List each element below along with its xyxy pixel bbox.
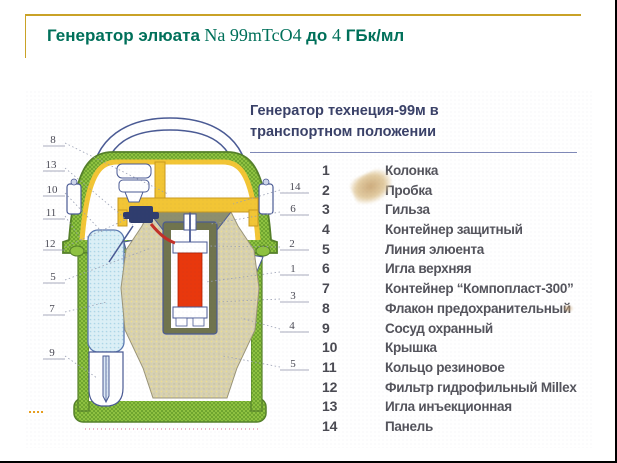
scan-artifacts: [29, 411, 261, 430]
injection-needle: [108, 225, 134, 263]
generator-cross-section: 8 13 10 11 12 5 7 9 14 6 2 1 3 4 5: [29, 117, 309, 430]
legend-label: Флакон предохранительный: [385, 300, 571, 316]
guard-vessel: [88, 351, 124, 407]
title-prefix: Генератор элюата: [47, 26, 200, 45]
title-left-rule: [25, 14, 26, 58]
legend-label: Сосуд охранный: [385, 320, 493, 336]
legend-label: Гильза: [385, 202, 430, 218]
legend-num: 14: [322, 417, 338, 434]
legend-item: 13 Игла инъекционная: [322, 397, 592, 417]
callout-right-4: 4: [289, 320, 295, 332]
legend-num: 9: [322, 319, 330, 336]
legend-num: 7: [322, 280, 330, 297]
callout-right-5: 5: [290, 358, 296, 370]
page-title: Генератор элюата Na 99mTcO4 до 4 ГБк/мл: [47, 25, 404, 46]
diagram-caption-line2: транспортном положении: [250, 124, 437, 141]
legend-item: 12 Фильтр гидрофильный Millex: [322, 378, 592, 398]
legend-num: 2: [322, 181, 330, 198]
legend-label: Кольцо резиновое: [385, 359, 505, 375]
title-top-rule: [25, 14, 581, 16]
top-mechanism: [108, 163, 176, 263]
legend-num: 3: [322, 201, 330, 218]
legend-label: Фильтр гидрофильный Millex: [385, 379, 577, 395]
legend-label: Пробка: [385, 182, 432, 198]
callout-left-5: 5: [50, 271, 56, 283]
legend-item: 6 Игла верхняя: [322, 259, 592, 279]
legend-num: 5: [322, 240, 330, 257]
callout-numbers: 8 13 10 11 12 5 7 9 14 6 2 1 3 4 5: [45, 134, 302, 370]
callout-right-3: 3: [290, 290, 296, 302]
callout-left-13: 13: [46, 159, 58, 171]
parts-legend: 1 Колонка 2 Пробка 3 Гильза 4 Контейнер защи…: [322, 161, 592, 437]
legend-item: 9 Сосуд охранный: [322, 319, 592, 339]
elution-column: [177, 252, 203, 308]
legend-label: Колонка: [385, 163, 439, 178]
legend-label: Игла инъекционная: [385, 399, 512, 415]
title-dose: 4: [332, 25, 342, 45]
legend-num: 11: [322, 358, 337, 375]
legend-item: 1 Колонка: [322, 161, 592, 181]
diagram-caption: Генератор технеция-99м в транспортном по…: [250, 101, 550, 143]
legend-num: 6: [322, 260, 330, 277]
callout-right-2: 2: [289, 238, 295, 250]
legend-label: Линия элюента: [385, 241, 484, 257]
callout-right-1: 1: [290, 263, 296, 275]
callout-left-12: 12: [45, 238, 56, 250]
legend-item: 14 Панель: [322, 417, 592, 437]
legend-num: 13: [322, 398, 338, 415]
callout-left-11: 11: [46, 207, 57, 219]
callout-left-10: 10: [47, 184, 59, 196]
callout-leader-lines: [64, 142, 281, 379]
callout-left-8: 8: [50, 134, 56, 146]
legend-label: Панель: [385, 418, 433, 434]
legend-item: 7 Контейнер “Компопласт-300”: [322, 279, 592, 299]
column-plug: [172, 241, 208, 254]
legend-num: 1: [322, 162, 330, 178]
legend-num: 4: [322, 221, 330, 238]
safety-flask: [116, 163, 152, 179]
callout-right-6: 6: [290, 203, 296, 215]
lid-latches: [66, 178, 274, 215]
sleeve-and-column: [147, 211, 233, 335]
legend-num: 10: [322, 339, 338, 356]
caption-divider: [250, 152, 577, 153]
legend-item: 3 Гильза: [322, 200, 592, 220]
eluent-line: [149, 223, 176, 245]
legend-label: Игла верхняя: [385, 261, 472, 277]
callout-right-14: 14: [290, 181, 302, 193]
legend-label: Контейнер защитный: [385, 222, 523, 238]
legend-item: 11 Кольцо резиновое: [322, 358, 592, 378]
legend-label: Контейнер “Компопласт-300”: [385, 281, 574, 297]
callout-left-9: 9: [49, 347, 55, 359]
legend-item: 8 Флакон предохранительный: [322, 299, 592, 319]
callout-left-7: 7: [49, 303, 55, 315]
legend-num: 12: [322, 378, 338, 395]
title-unit: ГБк/мл: [341, 26, 405, 45]
legend-item: 10 Крышка: [322, 338, 592, 358]
legend-label: Крышка: [385, 340, 437, 356]
callout-underlines: [43, 145, 309, 371]
legend-num: 8: [322, 299, 330, 316]
legend-item: 4 Контейнер защитный: [322, 220, 592, 240]
title-mid: до: [306, 26, 333, 45]
legend-item: 2 Пробка: [322, 181, 592, 201]
diagram-caption-line1: Генератор технеция-99м в: [250, 103, 439, 119]
legend-item: 5 Линия элюента: [322, 240, 592, 260]
title-formula: Na 99mTcO4: [199, 25, 307, 45]
